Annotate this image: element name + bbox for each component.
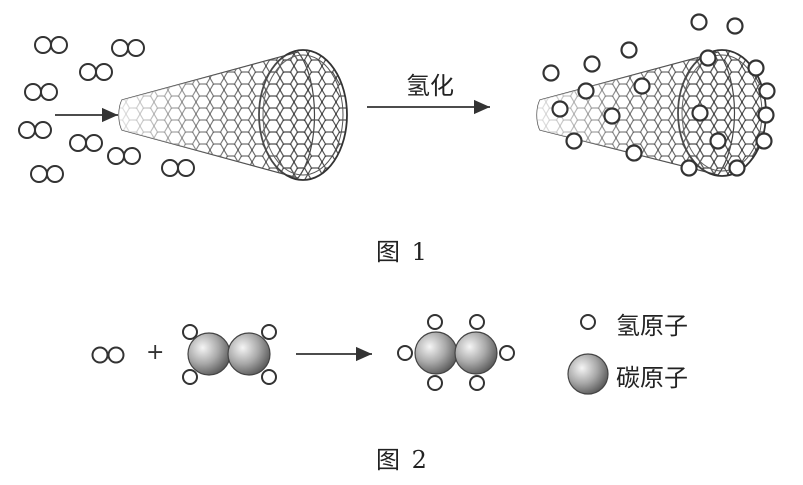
nanocone-before (118, 49, 348, 181)
h-atom (747, 59, 765, 77)
figure1-caption: 图 1 (376, 238, 429, 266)
h-atom (427, 314, 443, 330)
h-atom (182, 324, 198, 340)
figure2-caption: 图 2 (376, 446, 429, 474)
ethane-molecule (397, 314, 515, 391)
h-atom (261, 369, 277, 385)
h-atom (728, 159, 746, 177)
h2-molecule (34, 36, 68, 54)
carbon-atom (414, 331, 458, 375)
h-atom (469, 375, 485, 391)
h-atom (469, 314, 485, 330)
h2-molecules-group (18, 36, 195, 183)
h-atom (397, 345, 413, 361)
h-atom (499, 345, 515, 361)
h-atom (577, 82, 595, 100)
carbon-atom (454, 331, 498, 375)
carbon-atom (187, 332, 231, 376)
h2-molecule (107, 147, 141, 165)
ethylene-molecule (182, 324, 277, 385)
h-atom (427, 375, 443, 391)
h2-molecule (161, 159, 195, 177)
h-atom (551, 100, 569, 118)
h-atom (625, 144, 643, 162)
legend-hydrogen-label: 氢原子 (616, 312, 688, 340)
h-atom (726, 17, 744, 35)
h-atom (583, 55, 601, 73)
h-atom (565, 132, 583, 150)
nanocone-after (536, 49, 767, 177)
h2-molecule (18, 121, 52, 139)
h-atom (709, 132, 727, 150)
h-atom (633, 77, 651, 95)
process-label: 氢化 (406, 72, 454, 100)
h-atom (755, 132, 773, 150)
h2-molecule (111, 39, 145, 57)
plus-sign: + (146, 340, 165, 365)
h-atom (757, 106, 775, 124)
h-atom (690, 13, 708, 31)
reactant-h2 (91, 346, 125, 364)
adsorbed-h-atoms (542, 13, 776, 177)
h-atom (261, 324, 277, 340)
h-atom (758, 82, 776, 100)
h-atom (620, 41, 638, 59)
h-atom (680, 159, 698, 177)
legend-carbon-icon (567, 353, 609, 395)
h2-molecule (30, 165, 64, 183)
h2-molecule (69, 134, 103, 152)
h2-molecule (79, 63, 113, 81)
h-atom (699, 49, 717, 67)
h-atom (182, 369, 198, 385)
h-atom (542, 64, 560, 82)
h-atom (691, 104, 709, 122)
legend-carbon-label: 碳原子 (616, 364, 688, 392)
carbon-atom (227, 332, 271, 376)
h-atom (603, 107, 621, 125)
h2-molecule (24, 83, 58, 101)
legend-hydrogen-icon (580, 314, 596, 330)
